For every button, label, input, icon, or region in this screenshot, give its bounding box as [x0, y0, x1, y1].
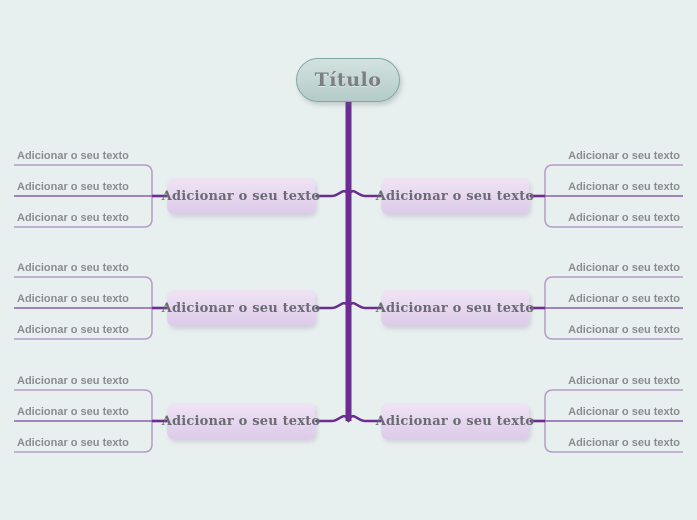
- branch-curve-left-2: [314, 301, 350, 310]
- branch-node-label: Adicionar o seu texto: [375, 300, 535, 316]
- branch-node-label: Adicionar o seu texto: [375, 413, 535, 429]
- leaf-label-right-3-2[interactable]: Adicionar o seu texto: [568, 406, 680, 418]
- leaf-label-right-1-3[interactable]: Adicionar o seu texto: [568, 212, 680, 224]
- branch-node-left-2[interactable]: Adicionar o seu texto: [162, 290, 320, 326]
- branch-node-left-3[interactable]: Adicionar o seu texto: [162, 403, 320, 439]
- root-node-label: Título: [314, 69, 382, 91]
- leaf-label-left-2-1[interactable]: Adicionar o seu texto: [17, 262, 129, 274]
- leaf-label-right-2-3[interactable]: Adicionar o seu texto: [568, 324, 680, 336]
- branch-node-label: Adicionar o seu texto: [161, 413, 321, 429]
- leaf-label-left-2-2[interactable]: Adicionar o seu texto: [17, 293, 129, 305]
- branch-node-label: Adicionar o seu texto: [161, 300, 321, 316]
- leaf-label-right-1-1[interactable]: Adicionar o seu texto: [568, 150, 680, 162]
- root-node[interactable]: Título: [296, 58, 400, 102]
- leaf-label-right-3-1[interactable]: Adicionar o seu texto: [568, 375, 680, 387]
- leaf-label-right-1-2[interactable]: Adicionar o seu texto: [568, 181, 680, 193]
- branch-curve-left-1: [314, 189, 350, 198]
- leaf-label-left-2-3[interactable]: Adicionar o seu texto: [17, 324, 129, 336]
- leaf-label-right-3-3[interactable]: Adicionar o seu texto: [568, 437, 680, 449]
- branch-curve-left-3: [314, 414, 350, 423]
- branch-node-right-1[interactable]: Adicionar o seu texto: [376, 178, 534, 214]
- branch-node-left-1[interactable]: Adicionar o seu texto: [162, 178, 320, 214]
- leaf-label-left-3-1[interactable]: Adicionar o seu texto: [17, 375, 129, 387]
- branch-node-right-3[interactable]: Adicionar o seu texto: [376, 403, 534, 439]
- branch-node-label: Adicionar o seu texto: [161, 188, 321, 204]
- leaf-label-left-3-2[interactable]: Adicionar o seu texto: [17, 406, 129, 418]
- branch-node-label: Adicionar o seu texto: [375, 188, 535, 204]
- leaf-label-left-3-3[interactable]: Adicionar o seu texto: [17, 437, 129, 449]
- leaf-label-left-1-1[interactable]: Adicionar o seu texto: [17, 150, 129, 162]
- branch-node-right-2[interactable]: Adicionar o seu texto: [376, 290, 534, 326]
- leaf-label-right-2-2[interactable]: Adicionar o seu texto: [568, 293, 680, 305]
- leaf-label-left-1-2[interactable]: Adicionar o seu texto: [17, 181, 129, 193]
- leaf-label-right-2-1[interactable]: Adicionar o seu texto: [568, 262, 680, 274]
- leaf-label-left-1-3[interactable]: Adicionar o seu texto: [17, 212, 129, 224]
